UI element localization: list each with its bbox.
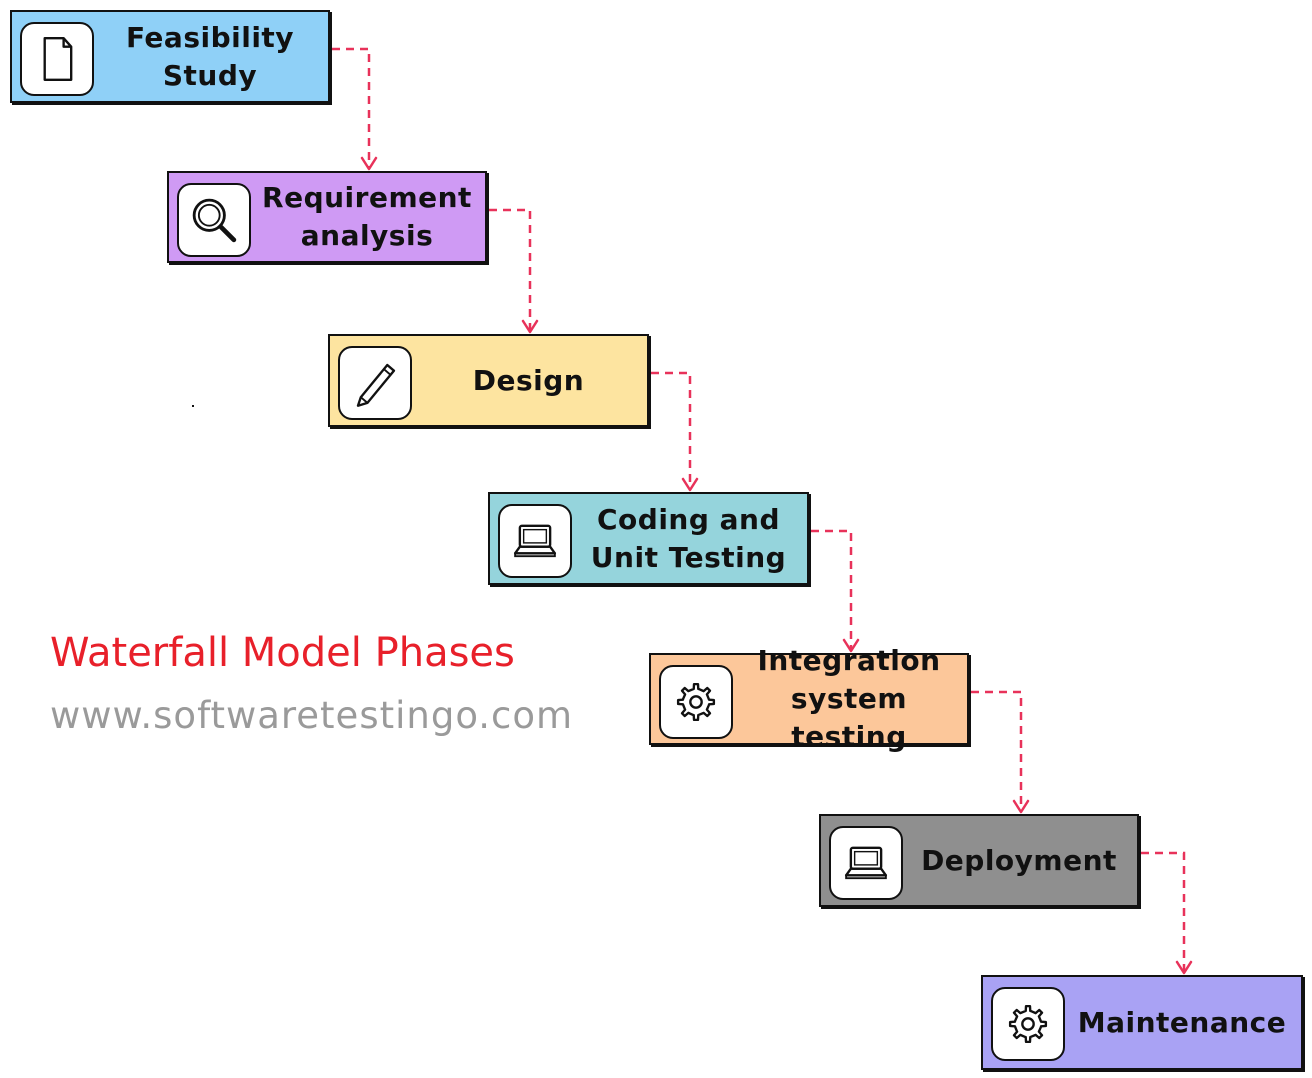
connector-line	[651, 371, 692, 490]
phase-box: Requirement analysis	[167, 171, 487, 263]
phase-box: Deployment	[819, 814, 1139, 907]
phase-label: Coding and Unit Testing	[590, 502, 787, 574]
phase-label: Deployment	[921, 843, 1117, 877]
magnifier-icon	[177, 183, 251, 257]
arrow-head	[521, 319, 539, 334]
connector-line	[971, 690, 1023, 812]
arrow-head	[360, 156, 378, 171]
phase-box: Integration system testing	[649, 644, 969, 753]
phase-label: Feasibility Study	[125, 20, 295, 92]
website-watermark: www.softwaretestingo.com	[50, 694, 574, 737]
pencil-icon	[338, 346, 412, 420]
diagram-title: Waterfall Model Phases	[50, 630, 515, 676]
connector-line	[332, 47, 371, 169]
phase-box: Design	[328, 334, 649, 427]
phase-box: Maintenance	[981, 975, 1303, 1070]
arrow-head	[681, 477, 699, 492]
gear-icon	[991, 987, 1065, 1061]
arrow-head	[1012, 799, 1030, 814]
connector-line	[1141, 851, 1186, 973]
stray-dot	[192, 405, 194, 407]
laptop-icon	[498, 504, 572, 578]
gear-icon	[659, 665, 733, 739]
phase-box: Coding and Unit Testing	[488, 492, 809, 585]
laptop-icon	[829, 826, 903, 900]
connector-line	[811, 529, 853, 651]
phase-box: Feasibility Study	[10, 10, 330, 103]
document-icon	[20, 22, 94, 96]
phase-label: Maintenance	[1077, 1005, 1287, 1039]
arrow-head	[842, 638, 860, 653]
arrow-head	[1175, 960, 1193, 975]
phase-label: Requirement analysis	[262, 181, 472, 252]
connector-line	[489, 208, 532, 332]
phase-label: Design	[472, 363, 585, 397]
phase-label: Integration system testing	[757, 644, 941, 753]
